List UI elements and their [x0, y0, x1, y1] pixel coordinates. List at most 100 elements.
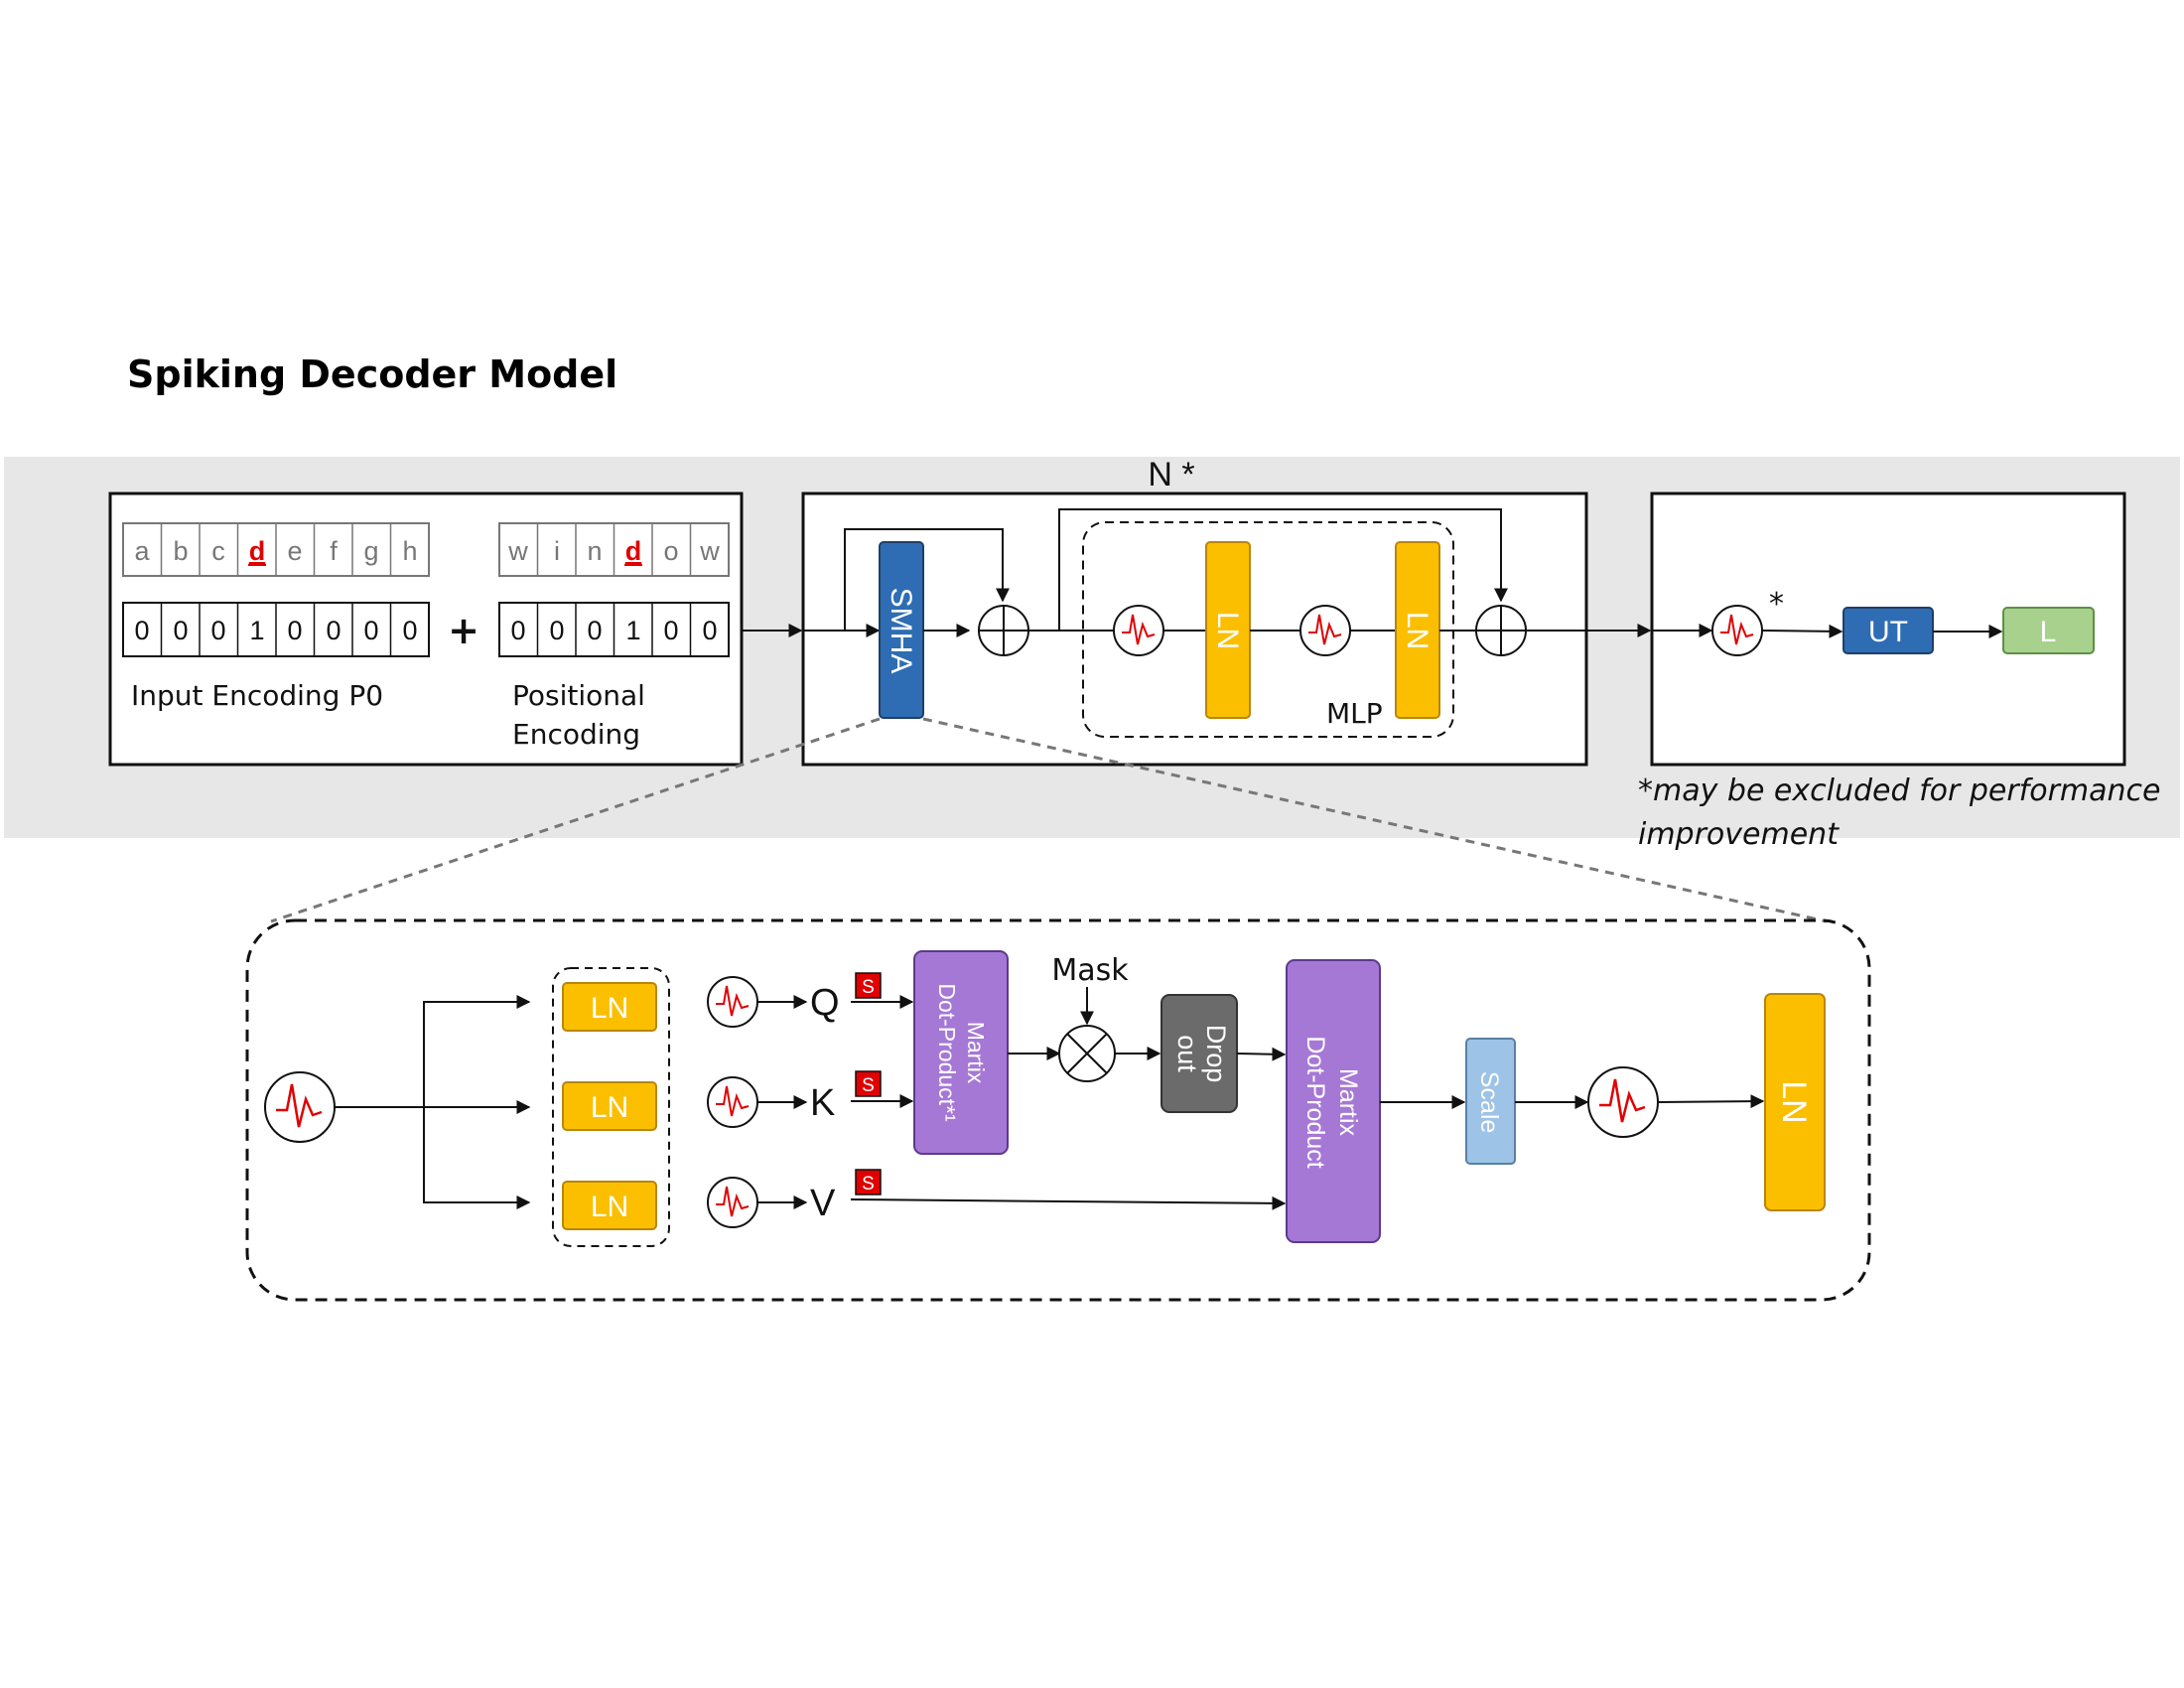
mlp-label: MLP — [1326, 697, 1383, 730]
positional-letter: n — [587, 536, 602, 566]
input-letter: c — [211, 536, 225, 566]
spike-neuron-icon — [1113, 605, 1164, 656]
ut-label: UT — [1868, 616, 1908, 648]
matmul-1-label-line2: Dot-Product*¹ — [934, 983, 960, 1122]
add-icon — [978, 605, 1029, 656]
positional-letter: o — [663, 536, 678, 566]
positional-bits-row: 0 0 0 1 0 0 — [498, 602, 730, 657]
matmul-1-block — [913, 950, 1009, 1155]
input-bit: 0 — [134, 616, 149, 645]
s-badge-v — [855, 1169, 882, 1196]
input-bits-row: 0 0 0 1 0 0 0 0 — [122, 602, 430, 657]
input-letter: h — [402, 536, 417, 566]
arrow-to-ln-q — [423, 995, 531, 1107]
input-letter: f — [330, 536, 338, 566]
input-bit: 0 — [173, 616, 188, 645]
matmul-2-block — [1286, 959, 1381, 1243]
positional-bit: 0 — [549, 616, 564, 645]
l-block — [2002, 607, 2095, 654]
positional-encoding-label-1: Positional — [512, 679, 645, 712]
matmul-2-label-line2: Dot-Product — [1301, 1036, 1329, 1168]
input-bit: 0 — [363, 616, 378, 645]
arrow-v-to-matmul2 — [850, 1196, 1287, 1210]
arrow-spike-to-ut — [1761, 624, 1843, 638]
multiply-icon — [1058, 1025, 1116, 1082]
input-bit: 0 — [326, 616, 341, 645]
arrow-spike-to-ln-out — [1657, 1094, 1765, 1109]
q-label: Q — [810, 982, 840, 1024]
footnote-line-2: improvement — [1638, 817, 1840, 852]
ln-k-block — [562, 1081, 657, 1131]
ln-out-label: LN — [1775, 1080, 1813, 1123]
k-label: K — [810, 1082, 835, 1124]
l-label: L — [2040, 616, 2057, 648]
ln-v-block — [562, 1181, 657, 1230]
ln-label-1: LN — [1211, 612, 1244, 649]
add-icon — [1475, 605, 1527, 656]
mask-label: Mask — [1051, 953, 1129, 988]
matmul-2-label-line1: Martix — [1334, 1068, 1362, 1137]
zoom-line-right — [922, 717, 1828, 923]
residual-skip-2 — [1058, 508, 1508, 631]
positional-bit: 0 — [702, 616, 717, 645]
page-title: Spiking Decoder Model — [127, 352, 617, 396]
positional-encoding-label-2: Encoding — [512, 718, 640, 751]
input-spike-neuron-icon — [263, 1070, 337, 1144]
zoom-line-left — [270, 717, 881, 923]
output-spike-neuron-icon — [1586, 1065, 1660, 1139]
spike-neuron-icon — [1711, 605, 1763, 656]
s-badge-k — [855, 1070, 882, 1097]
plus-sign: + — [448, 609, 479, 652]
spike-neuron-icon-k — [707, 1076, 758, 1128]
residual-skip-1 — [844, 528, 1010, 631]
input-letter: g — [363, 536, 378, 566]
decoder-block — [801, 492, 1588, 767]
spike-neuron-icon — [1299, 605, 1351, 656]
input-letter: a — [134, 536, 150, 566]
s-badge-v-label: S — [862, 1174, 875, 1195]
repeat-label: N * — [1148, 456, 1194, 493]
ln-out-block — [1764, 993, 1826, 1211]
input-letter: e — [287, 536, 302, 566]
optional-asterisk: * — [1769, 587, 1784, 622]
input-bit: 0 — [402, 616, 417, 645]
input-bit: 0 — [210, 616, 225, 645]
input-bit: 0 — [287, 616, 302, 645]
input-letter-highlight: d — [249, 536, 266, 566]
positional-bit: 1 — [625, 616, 640, 645]
v-label: V — [810, 1183, 836, 1224]
arrow-to-ln-v — [423, 1107, 531, 1209]
input-encoding-label: Input Encoding P0 — [131, 679, 383, 712]
scale-label: Scale — [1475, 1071, 1503, 1134]
ln-q-block — [562, 982, 657, 1032]
input-letters-row: a b c d e f g h — [122, 522, 430, 577]
s-badge-k-label: S — [862, 1075, 875, 1096]
ln-label-2: LN — [1401, 612, 1433, 649]
ln-q-label: LN — [591, 992, 628, 1025]
positional-letter: w — [507, 536, 528, 566]
positional-bit: 0 — [587, 616, 602, 645]
ln-k-label: LN — [591, 1091, 628, 1124]
ln-group-box — [552, 967, 670, 1247]
spike-neuron-icon-v — [707, 1177, 758, 1228]
input-bit: 1 — [249, 616, 264, 645]
positional-letter-highlight: d — [625, 536, 642, 566]
positional-letters-row: w i n d o w — [498, 522, 730, 577]
dropout-label-line2: out — [1172, 1035, 1202, 1072]
positional-letter: w — [699, 536, 720, 566]
positional-bit: 0 — [663, 616, 678, 645]
s-badge-q — [855, 972, 882, 999]
smha-label: SMHA — [885, 588, 917, 674]
s-badge-q-label: S — [862, 977, 875, 998]
ln-v-label: LN — [591, 1191, 628, 1223]
positional-bit: 0 — [510, 616, 525, 645]
footnote-line-1: *may be excluded for performance — [1638, 774, 2161, 808]
smha-detail-box — [245, 918, 1871, 1302]
dropout-label-line1: Drop — [1201, 1025, 1231, 1083]
input-letter: b — [173, 536, 188, 566]
matmul-1-label-line1: Martix — [963, 1022, 989, 1084]
arrow-dropout-to-matmul2 — [1236, 1047, 1287, 1061]
spike-neuron-icon-q — [707, 976, 758, 1028]
positional-letter: i — [554, 536, 560, 566]
